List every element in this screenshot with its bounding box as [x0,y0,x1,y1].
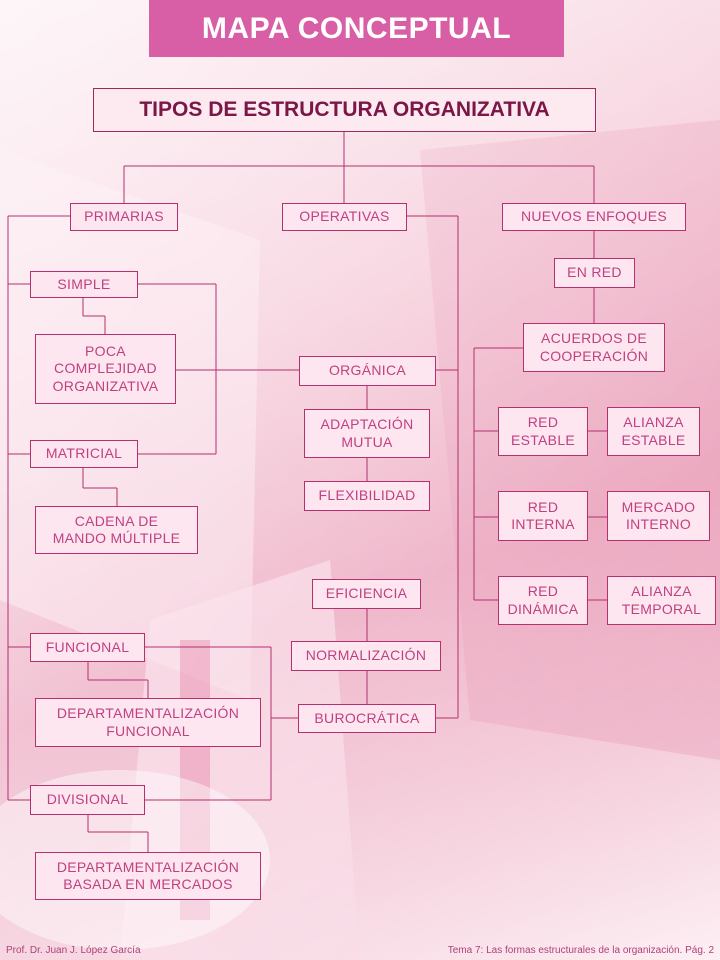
node-eficiencia: EFICIENCIA [312,579,421,609]
node-alianza-estable: ALIANZA ESTABLE [607,407,700,456]
node-divisional: DIVISIONAL [30,785,145,815]
node-en-red: EN RED [554,258,635,288]
node-organica: ORGÁNICA [299,356,436,386]
node-flexibilidad: FLEXIBILIDAD [304,481,430,511]
footer-author: Prof. Dr. Juan J. López García [6,945,141,956]
node-mercado-interno: MERCADO INTERNO [607,491,710,541]
node-red-interna: RED INTERNA [498,491,588,541]
node-simple: SIMPLE [30,271,138,298]
node-poca-complejidad: POCA COMPLEJIDAD ORGANIZATIVA [35,334,176,404]
node-matricial: MATRICIAL [30,440,138,468]
node-adaptacion-mutua: ADAPTACIÓN MUTUA [304,409,430,458]
node-dept-mercados: DEPARTAMENTALIZACIÓN BASADA EN MERCADOS [35,852,261,900]
diagram-root-title: TIPOS DE ESTRUCTURA ORGANIZATIVA [93,88,596,132]
node-nuevos-enfoques: NUEVOS ENFOQUES [502,203,686,231]
node-normalizacion: NORMALIZACIÓN [291,641,441,671]
node-alianza-temporal: ALIANZA TEMPORAL [607,576,716,625]
node-funcional: FUNCIONAL [30,633,145,662]
node-cadena-mando: CADENA DE MANDO MÚLTIPLE [35,506,198,554]
node-operativas: OPERATIVAS [282,203,407,231]
node-red-estable: RED ESTABLE [498,407,588,456]
node-acuerdos-cooperacion: ACUERDOS DE COOPERACIÓN [523,323,665,372]
node-red-dinamica: RED DINÁMICA [498,576,588,625]
footer-page-info: Tema 7: Las formas estructurales de la o… [447,945,714,956]
node-burocratica: BUROCRÁTICA [298,704,436,733]
page-header-title: MAPA CONCEPTUAL [149,0,564,57]
node-primarias: PRIMARIAS [70,203,178,231]
node-dept-funcional: DEPARTAMENTALIZACIÓN FUNCIONAL [35,698,261,747]
